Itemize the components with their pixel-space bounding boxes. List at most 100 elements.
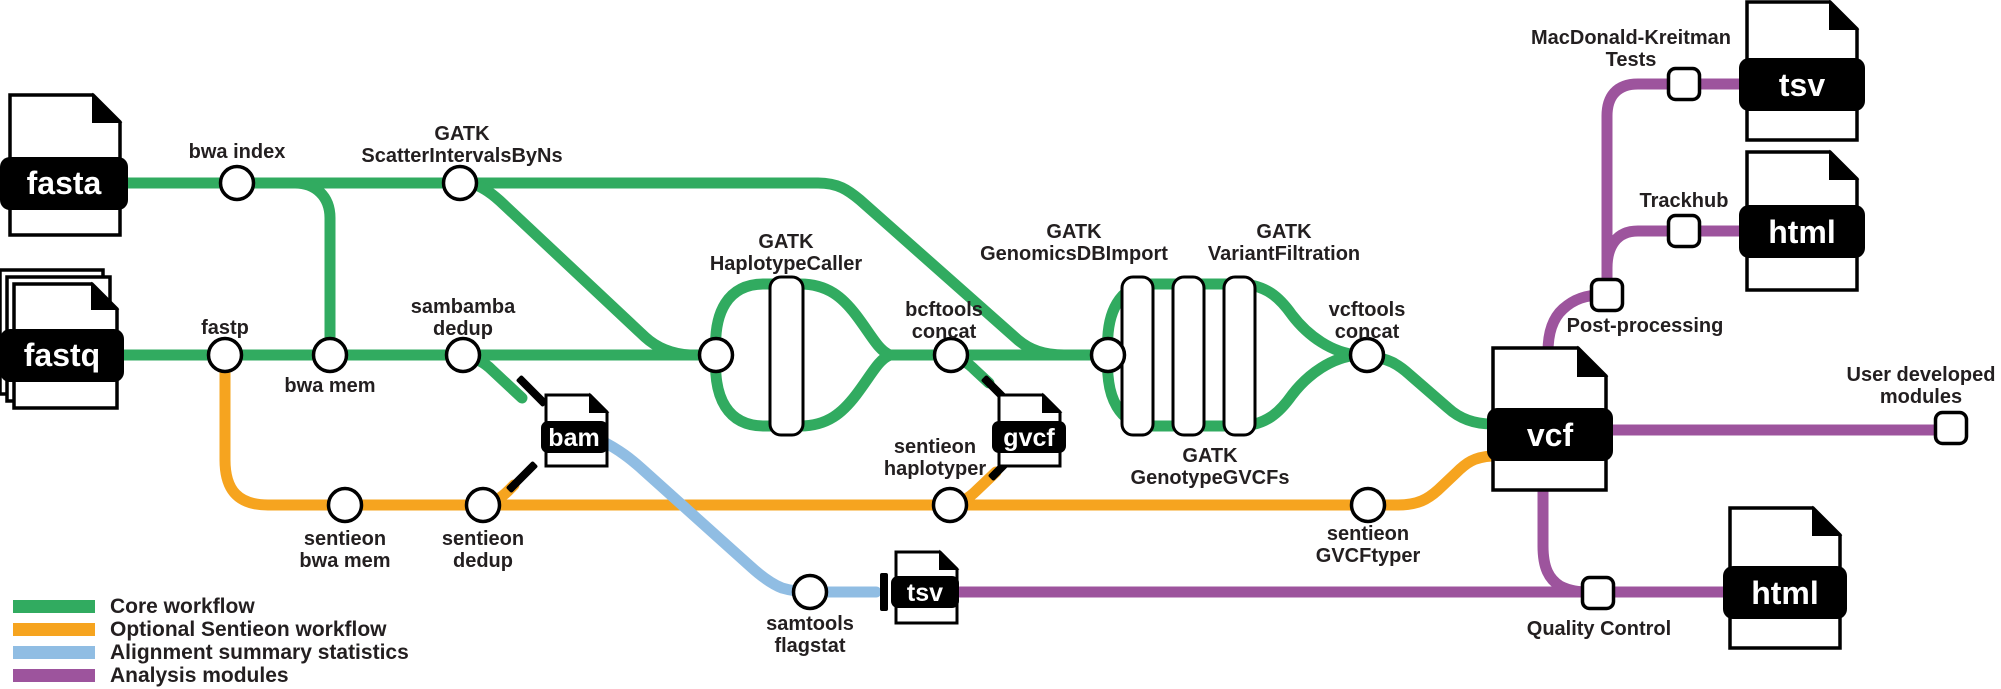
label-quality-control: Quality Control xyxy=(1527,618,1671,640)
tsv-flagstat-fold xyxy=(939,549,960,570)
label-samtools-flagstat-1: samtools xyxy=(766,613,854,635)
label-genotypegvcfs-2: GenotypeGVCFs xyxy=(1131,467,1290,489)
label-samtools-flagstat-2: flagstat xyxy=(774,635,845,657)
station-mk-tests xyxy=(1666,66,1702,102)
html-trackhub-label: html xyxy=(1768,214,1836,250)
label-haplotypecaller-1: GATK xyxy=(758,231,814,253)
legend-swatch-alignment xyxy=(13,646,95,659)
sentieon-line-main xyxy=(219,349,1506,511)
process-stations xyxy=(206,164,1387,611)
file-icon-html-trackhub: html xyxy=(1739,149,1865,292)
fasta-label: fasta xyxy=(27,165,102,201)
core-line-genomicsdb-upper xyxy=(1102,278,1364,361)
station-bwa-mem xyxy=(311,336,349,374)
station-sentieon-gvcftyper xyxy=(1349,486,1387,524)
legend-label-core: Core workflow xyxy=(110,595,255,618)
station-trackhub xyxy=(1666,213,1702,249)
html-qc-label: html xyxy=(1751,575,1819,611)
genomicsdb-pill-3 xyxy=(1222,275,1257,437)
fasta-fold xyxy=(92,92,123,123)
tsv-flagstat-band xyxy=(891,576,959,608)
legend-label-sentieon: Optional Sentieon workflow xyxy=(110,618,387,641)
file-icon-tsv-mk: tsv xyxy=(1739,0,1865,142)
station-vcftools-concat xyxy=(1348,336,1386,374)
legend-label-alignment: Alignment summary statistics xyxy=(110,641,409,664)
station-sentieon-bwa-mem xyxy=(326,486,364,524)
label-bcftools-2: concat xyxy=(912,321,977,343)
haplotypecaller-pill xyxy=(768,275,805,437)
station-sentieon-haplotyper xyxy=(931,486,969,524)
analysis-line-vcf-to-qc xyxy=(1537,481,1598,598)
label-vcftools-1: vcftools xyxy=(1329,299,1406,321)
alignment-line-bam-to-tsv xyxy=(594,434,882,598)
analysis-module-stations xyxy=(1580,66,1969,611)
label-sentieon-bwa-1: sentieon xyxy=(304,528,386,550)
label-sentieon-dedup-1: sentieon xyxy=(442,528,524,550)
html-trackhub-fold xyxy=(1829,149,1860,180)
label-variantfiltration-1: GATK xyxy=(1256,221,1312,243)
station-sentieon-dedup xyxy=(464,486,502,524)
core-line-branch-to-bwa-mem xyxy=(289,177,336,361)
station-labels: bwa index GATK ScatterIntervalsByNs fast… xyxy=(189,27,1996,657)
legend-swatch-analysis xyxy=(13,669,95,682)
fasta-band xyxy=(0,157,128,210)
file-icon-fastq: fastq xyxy=(0,268,124,410)
fastq-fold xyxy=(91,281,120,310)
station-samtools-flagstat xyxy=(791,573,829,611)
label-sentieon-dedup-2: dedup xyxy=(453,550,513,572)
legend-label-analysis: Analysis modules xyxy=(110,664,289,687)
legend: Core workflow Optional Sentieon workflow… xyxy=(13,595,409,687)
analysis-line-vcf-to-postprocessing xyxy=(1542,289,1608,358)
legend-swatch-sentieon xyxy=(13,623,95,636)
label-scatter-2: ScatterIntervalsByNs xyxy=(361,145,562,167)
station-scatterintervals xyxy=(441,164,479,202)
station-bwa-index xyxy=(218,164,256,202)
bam-fold xyxy=(589,392,610,413)
core-line-haplotypecaller-lower xyxy=(710,349,896,432)
label-sambamba-1: sambamba xyxy=(411,296,516,318)
label-genomicsdb-1: GATK xyxy=(1046,221,1102,243)
station-user-modules xyxy=(1933,410,1969,446)
station-fastp xyxy=(206,336,244,374)
gvcf-label: gvcf xyxy=(1003,424,1055,452)
file-icon-tsv-flagstat: tsv xyxy=(891,549,960,625)
core-line-haplotypecaller-upper xyxy=(710,278,896,361)
station-post-processing xyxy=(1589,277,1625,313)
file-icon-html-qc: html xyxy=(1723,505,1847,650)
label-post-processing: Post-processing xyxy=(1567,315,1724,337)
station-quality-control xyxy=(1580,575,1616,611)
label-trackhub: Trackhub xyxy=(1640,190,1729,212)
alignment-stats-lines xyxy=(594,434,882,598)
core-line-genomicsdb-lower xyxy=(1102,349,1364,432)
label-sambamba-2: dedup xyxy=(433,318,493,340)
bam-label: bam xyxy=(548,424,599,452)
tsv-flagstat-label: tsv xyxy=(907,579,943,607)
label-mk-tests-1: MacDonald-Kreitman xyxy=(1531,27,1731,49)
label-bwa-index: bwa index xyxy=(189,141,286,163)
tick-bam-sentieon xyxy=(506,461,538,493)
analysis-line-branch-trackhub xyxy=(1601,225,1748,274)
html-qc-fold xyxy=(1812,505,1843,536)
gvcf-fold xyxy=(1042,392,1063,413)
core-line-vcftools-to-vcf xyxy=(1361,350,1506,430)
legend-swatch-core xyxy=(13,600,95,613)
label-sentieon-haplotyper-1: sentieon xyxy=(894,436,976,458)
fastq-band xyxy=(0,329,124,382)
label-user-modules-2: modules xyxy=(1880,386,1962,408)
tick-bam-core xyxy=(516,375,548,407)
html-qc-band xyxy=(1723,566,1847,619)
label-sentieon-gvcftyper-2: GVCFtyper xyxy=(1316,545,1421,567)
tsv-mk-fold xyxy=(1829,0,1860,30)
station-genomicsdbimport xyxy=(1089,336,1127,374)
gvcf-band xyxy=(992,421,1066,453)
label-haplotypecaller-2: HaplotypeCaller xyxy=(710,253,862,275)
label-scatter-1: GATK xyxy=(434,123,490,145)
label-sentieon-bwa-2: bwa mem xyxy=(299,550,390,572)
label-sentieon-haplotyper-2: haplotyper xyxy=(884,458,986,480)
analysis-line-postprocessing-to-mk xyxy=(1601,78,1748,302)
label-genomicsdb-2: GenomicsDBImport xyxy=(980,243,1168,265)
tick-tsv-alignment xyxy=(880,573,888,611)
scatter-gather-pills xyxy=(768,275,1257,437)
label-user-modules-1: User developed xyxy=(1847,364,1996,386)
html-trackhub-band xyxy=(1739,205,1865,258)
